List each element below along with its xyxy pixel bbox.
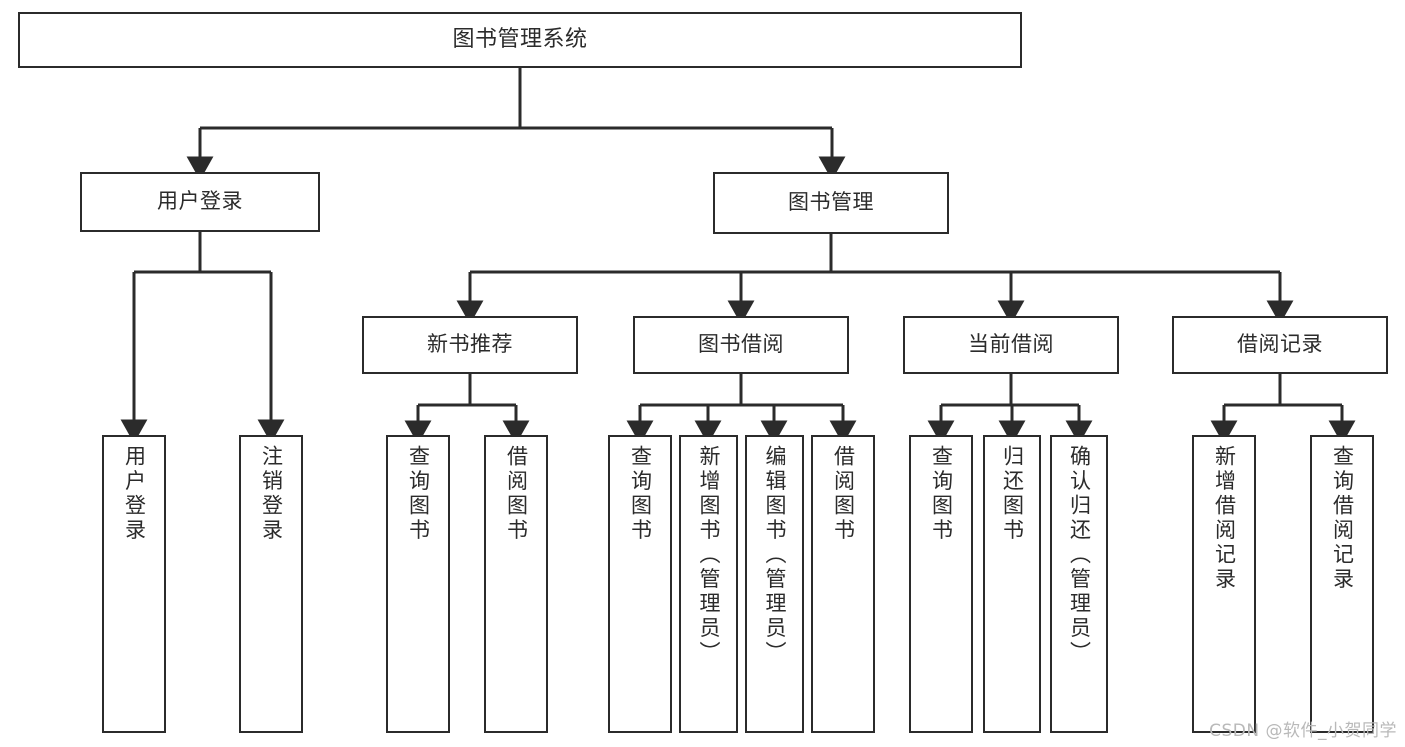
node-label: 查询图书 xyxy=(406,445,431,543)
node-label: 注销登录 xyxy=(259,445,284,543)
node-label: 图书借阅 xyxy=(698,332,784,357)
node-label: 查询图书 xyxy=(628,445,653,543)
node-label: 归还图书 xyxy=(1000,445,1025,543)
node-leaf-rec-query[interactable]: 查询图书 xyxy=(386,435,450,733)
node-leaf-cb-return[interactable]: 归还图书 xyxy=(983,435,1041,733)
node-user-login[interactable]: 用户登录 xyxy=(80,172,320,232)
node-label: 新增借阅记录 xyxy=(1212,445,1237,592)
node-current-borrow[interactable]: 当前借阅 xyxy=(903,316,1119,374)
node-new-book-rec[interactable]: 新书推荐 xyxy=(362,316,578,374)
node-label: 用户登录 xyxy=(122,445,147,543)
node-borrow-record[interactable]: 借阅记录 xyxy=(1172,316,1388,374)
node-label: 编辑图书（管理员） xyxy=(763,445,787,666)
node-leaf-br-query[interactable]: 查询借阅记录 xyxy=(1310,435,1374,733)
node-label: 借阅图书 xyxy=(504,445,529,543)
node-leaf-bb-add[interactable]: 新增图书（管理员） xyxy=(679,435,738,733)
node-book-manage[interactable]: 图书管理 xyxy=(713,172,949,234)
node-leaf-br-add[interactable]: 新增借阅记录 xyxy=(1192,435,1256,733)
node-leaf-cb-query[interactable]: 查询图书 xyxy=(909,435,973,733)
node-leaf-bb-borrow[interactable]: 借阅图书 xyxy=(811,435,875,733)
node-leaf-bb-edit[interactable]: 编辑图书（管理员） xyxy=(745,435,804,733)
node-book-borrow[interactable]: 图书借阅 xyxy=(633,316,849,374)
watermark: CSDN @软件_小贺同学 xyxy=(1209,721,1397,741)
node-leaf-bb-query[interactable]: 查询图书 xyxy=(608,435,672,733)
node-label: 查询借阅记录 xyxy=(1330,445,1355,592)
node-label: 新增图书（管理员） xyxy=(697,445,721,666)
node-label: 借阅图书 xyxy=(831,445,856,543)
node-label: 确认归还（管理员） xyxy=(1067,445,1092,666)
node-label: 查询图书 xyxy=(929,445,954,543)
node-label: 当前借阅 xyxy=(968,332,1054,357)
node-label: 借阅记录 xyxy=(1237,332,1323,357)
node-label: 图书管理系统 xyxy=(452,26,588,52)
node-leaf-cb-confirm[interactable]: 确认归还（管理员） xyxy=(1050,435,1108,733)
node-root[interactable]: 图书管理系统 xyxy=(18,12,1022,68)
node-label: 用户登录 xyxy=(157,189,243,214)
node-leaf-user-login[interactable]: 用户登录 xyxy=(102,435,166,733)
node-leaf-user-logout[interactable]: 注销登录 xyxy=(239,435,303,733)
node-label: 新书推荐 xyxy=(427,332,513,357)
node-label: 图书管理 xyxy=(788,190,874,215)
node-leaf-rec-borrow[interactable]: 借阅图书 xyxy=(484,435,548,733)
